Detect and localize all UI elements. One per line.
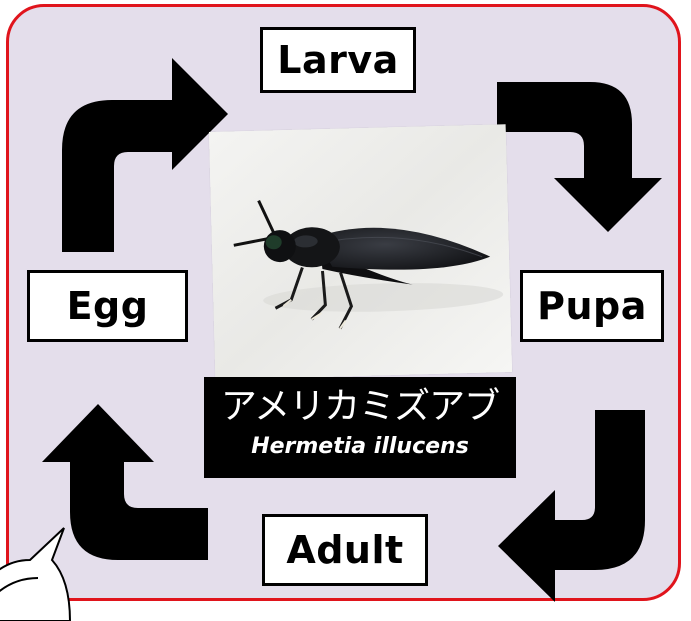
stage-larva-label: Larva <box>277 38 399 82</box>
stage-pupa-label: Pupa <box>537 284 647 328</box>
stage-larva-box: Larva <box>260 27 416 93</box>
species-scientific-name: Hermetia illucens <box>204 433 516 461</box>
stage-egg-box: Egg <box>27 270 188 342</box>
stage-pupa-box: Pupa <box>520 270 664 342</box>
stage-adult-label: Adult <box>286 528 403 572</box>
stage-adult-box: Adult <box>262 514 428 586</box>
species-japanese-name: アメリカミズアブ <box>204 385 516 429</box>
species-label: アメリカミズアブ Hermetia illucens <box>204 377 516 478</box>
fly-photo <box>209 124 512 380</box>
stage-egg-label: Egg <box>67 284 149 328</box>
